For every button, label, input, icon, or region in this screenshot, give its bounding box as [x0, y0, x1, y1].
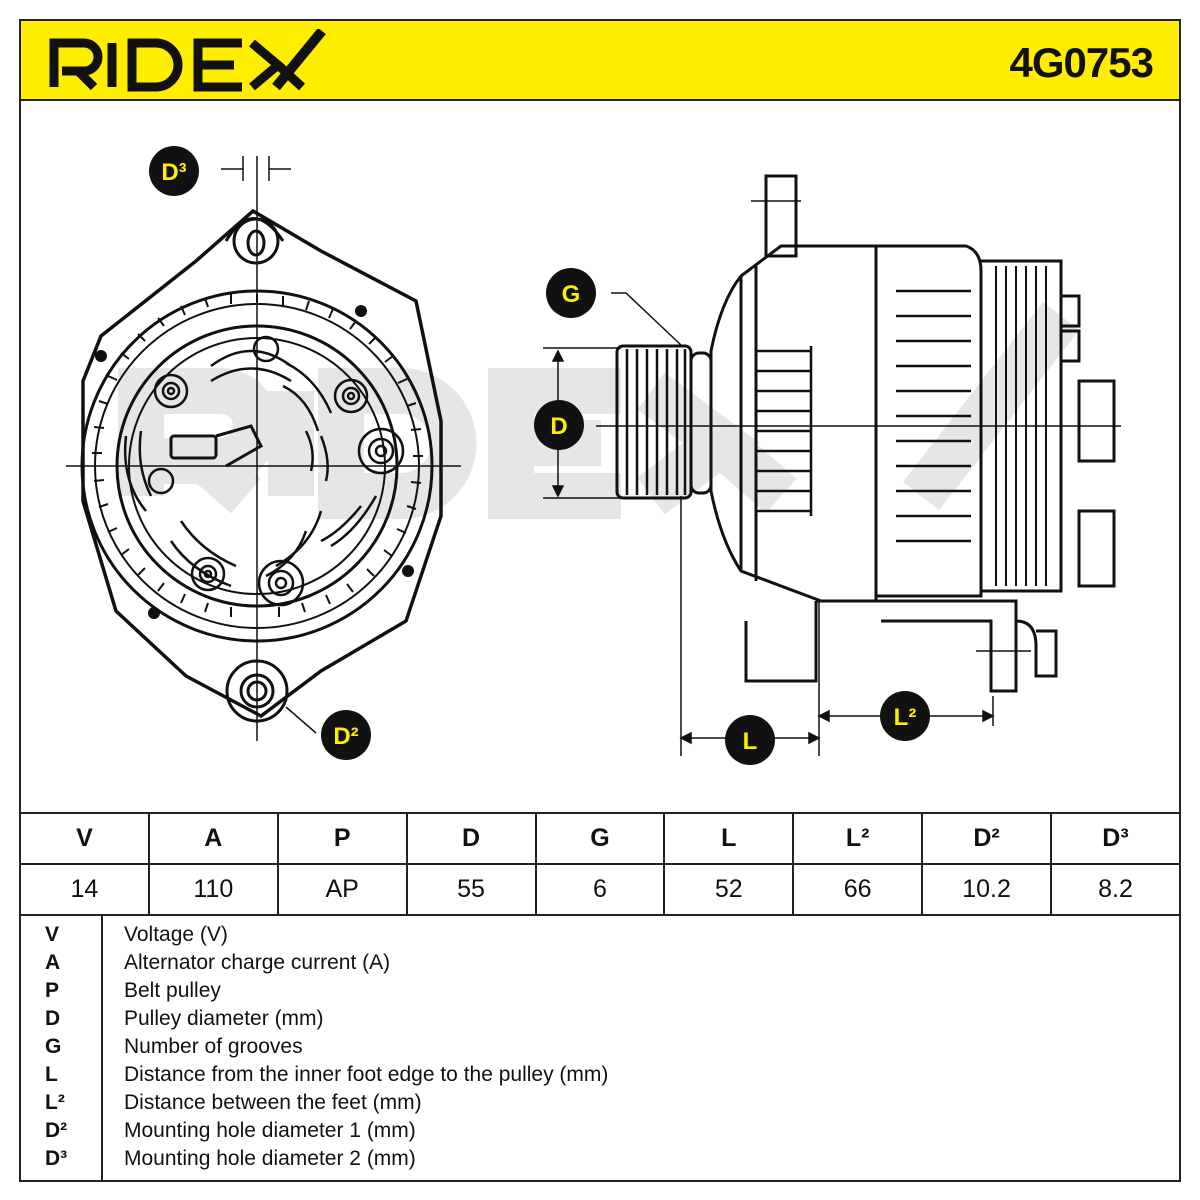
callout-l2: L² [880, 691, 930, 741]
legend-key: V [45, 923, 60, 946]
legend-row: V Voltage (V) [19, 920, 1179, 948]
svg-text:D²: D² [333, 723, 358, 750]
legend-row: P Belt pulley [19, 976, 1179, 1004]
svg-text:L: L [743, 728, 758, 755]
legend-row: G Number of grooves [19, 1032, 1179, 1060]
spec-header-d2: D² [921, 812, 1052, 865]
spec-value-v: 14 [19, 863, 150, 916]
spec-header-p: P [276, 812, 408, 865]
legend-key: P [45, 979, 60, 1002]
legend-divider [101, 914, 103, 1180]
spec-table: V A P D G L L² D² D³ 14 110 AP 55 6 52 6… [19, 812, 1181, 916]
callout-d2: D² [321, 710, 371, 760]
callout-d3: D³ [149, 146, 199, 196]
svg-text:D: D [550, 413, 567, 440]
legend-desc: Pulley diameter (mm) [124, 1007, 324, 1030]
svg-text:G: G [562, 281, 581, 308]
spec-header-row: V A P D G L L² D² D³ [19, 812, 1181, 865]
legend-row: L² Distance between the feet (mm) [19, 1088, 1179, 1116]
callout-l: L [725, 715, 775, 765]
callout-g: G [546, 268, 596, 318]
legend-key: D³ [45, 1147, 68, 1170]
spec-value-g: 6 [534, 863, 666, 916]
legend-row: L Distance from the inner foot edge to t… [19, 1060, 1179, 1088]
spec-header-a: A [147, 812, 279, 865]
callout-d: D [534, 400, 584, 450]
legend-key: D² [45, 1119, 68, 1142]
legend-row: D³ Mounting hole diameter 2 (mm) [19, 1144, 1179, 1172]
side-centerlines [596, 200, 1121, 652]
svg-text:D³: D³ [161, 159, 186, 186]
legend-key: A [45, 951, 61, 974]
spec-value-l: 52 [663, 863, 795, 916]
alternator-drawing: D³ G D D² L L² [66, 146, 1121, 765]
spec-header-g: G [534, 812, 666, 865]
legend-row: A Alternator charge current (A) [19, 948, 1179, 976]
spec-header-d: D [405, 812, 537, 865]
dimension-lines [543, 292, 995, 756]
legend-desc: Mounting hole diameter 2 (mm) [124, 1147, 416, 1170]
part-number: 4G0753 [1009, 39, 1154, 86]
legend-key: G [45, 1035, 62, 1058]
legend-key: L² [45, 1091, 65, 1114]
legend-desc: Belt pulley [124, 979, 221, 1002]
corner-bolts [95, 305, 414, 619]
legend-desc: Distance between the feet (mm) [124, 1091, 422, 1114]
legend-desc: Mounting hole diameter 1 (mm) [124, 1119, 416, 1142]
ridex-watermark [118, 301, 1080, 519]
alternator-side-view [615, 174, 1116, 693]
spec-header-d3: D³ [1050, 812, 1181, 865]
ridex-logo [49, 29, 326, 92]
legend-desc: Number of grooves [124, 1035, 303, 1058]
spec-value-d3: 8.2 [1050, 863, 1181, 916]
spec-value-row: 14 110 AP 55 6 52 66 10.2 8.2 [19, 863, 1181, 916]
svg-text:L²: L² [894, 704, 917, 731]
legend-row: D² Mounting hole diameter 1 (mm) [19, 1116, 1179, 1144]
legend-desc: Alternator charge current (A) [124, 951, 391, 974]
legend: V Voltage (V) A Alternator charge curren… [19, 914, 1181, 1182]
spec-value-d2: 10.2 [921, 863, 1052, 916]
spec-value-p: AP [276, 863, 408, 916]
header-bar: 4G0753 [19, 19, 1181, 101]
front-centerlines [66, 156, 461, 741]
spec-header-v: V [19, 812, 150, 865]
spec-header-l: L [663, 812, 795, 865]
spec-value-l2: 66 [792, 863, 924, 916]
spec-header-l2: L² [792, 812, 924, 865]
legend-key: D [45, 1007, 61, 1030]
spec-value-d: 55 [405, 863, 537, 916]
legend-row: D Pulley diameter (mm) [19, 1004, 1179, 1032]
legend-desc: Voltage (V) [124, 923, 228, 946]
legend-key: L [45, 1063, 58, 1086]
legend-desc: Distance from the inner foot edge to the… [124, 1063, 609, 1086]
spec-value-a: 110 [147, 863, 279, 916]
